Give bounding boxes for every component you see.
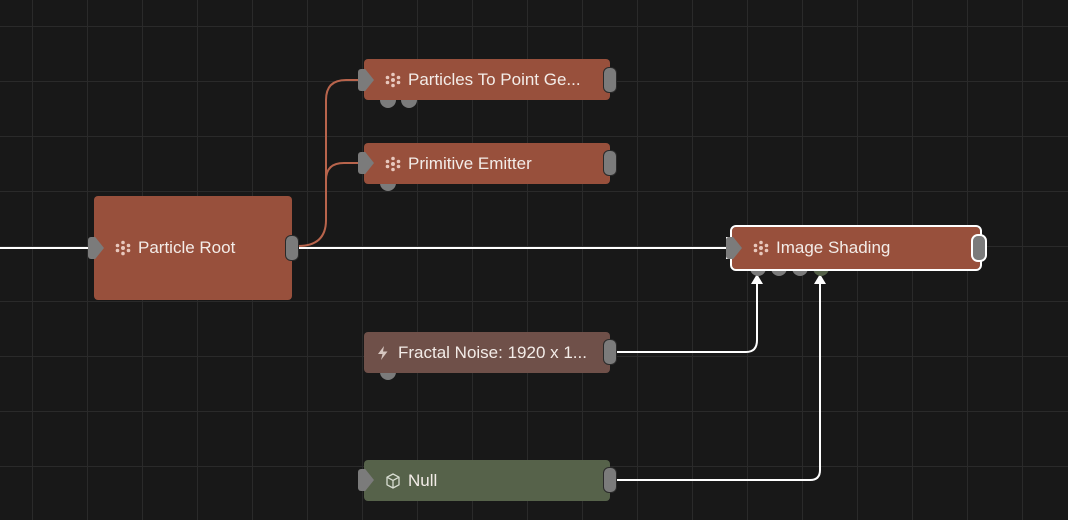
primitive-emitter-output-port[interactable]	[604, 151, 616, 175]
wire-noise-to-image-shading[interactable]	[616, 282, 758, 353]
fractal-noise-output-port[interactable]	[604, 340, 616, 364]
node-primitive-emitter[interactable]: Primitive Emitter	[364, 143, 610, 184]
arrow-head-noise	[751, 274, 763, 284]
node-label: Particles To Point Ge...	[408, 69, 581, 89]
node-fractal-noise[interactable]: Fractal Noise: 1920 x 1...	[364, 332, 610, 373]
particles-to-point-output-port[interactable]	[604, 68, 616, 92]
arrow-head-null	[814, 274, 826, 284]
particle-icon	[385, 156, 401, 171]
lightning-icon	[378, 345, 388, 360]
node-label: Primitive Emitter	[408, 153, 532, 173]
node-label: Particle Root	[138, 238, 236, 257]
cube-icon	[386, 472, 400, 489]
particle-icon	[385, 72, 401, 87]
node-particle-root[interactable]: Particle Root	[94, 196, 292, 300]
node-particles-to-point[interactable]: Particles To Point Ge...	[364, 59, 610, 100]
wire-root-to-primitive-emitter[interactable]	[325, 162, 362, 181]
particle-icon	[115, 240, 131, 256]
particle-icon	[753, 240, 769, 256]
particle-root-output-port[interactable]	[286, 236, 298, 260]
node-null[interactable]: Null	[364, 460, 610, 501]
null-output-port[interactable]	[604, 468, 616, 492]
image-shading-output-port[interactable]	[971, 234, 987, 262]
wire-root-to-particles-to-point[interactable]	[297, 79, 362, 247]
node-label: Fractal Noise: 1920 x 1...	[398, 342, 587, 362]
node-label: Null	[408, 470, 438, 490]
node-image-shading[interactable]: Image Shading	[730, 225, 982, 271]
node-label: Image Shading	[776, 238, 891, 257]
wire-null-to-image-shading[interactable]	[616, 282, 821, 481]
